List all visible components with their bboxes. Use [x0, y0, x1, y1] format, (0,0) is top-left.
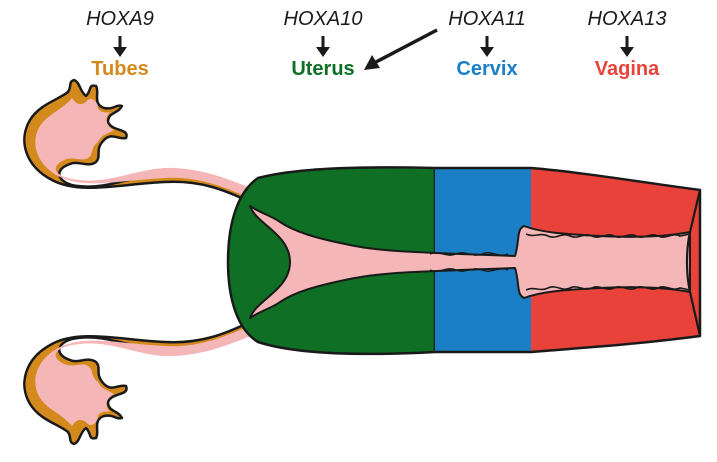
arrowhead-hoxa10 — [316, 47, 330, 57]
arrowhead-hoxa9 — [113, 47, 127, 57]
gene-arrows — [113, 28, 634, 70]
cervix-vagina-outline — [435, 166, 702, 354]
fallopian-tube-top — [23, 78, 260, 204]
gene-label-hoxa11: HOXA11 — [448, 8, 526, 30]
organ-label-vagina: Vagina — [594, 58, 660, 80]
organ-label-tubes: Tubes — [91, 58, 149, 80]
arrow-hoxa11-to-uterus — [375, 28, 438, 64]
gene-label-hoxa9: HOXA9 — [86, 8, 154, 30]
vaginal-opening — [685, 189, 702, 337]
vaginal-rugae-top — [525, 233, 691, 238]
arrowhead-hoxa11 — [480, 47, 494, 57]
organ-label-cervix: Cervix — [456, 58, 518, 80]
arrowhead-hoxa11-to-uterus — [364, 55, 380, 70]
vaginal-rugae-bottom — [525, 286, 691, 291]
fallopian-tube-bottom — [23, 320, 260, 446]
gene-label-hoxa13: HOXA13 — [587, 8, 667, 30]
cervical-canal-ridges — [429, 252, 509, 272]
gene-label-hoxa10: HOXA10 — [283, 8, 363, 30]
organ-label-uterus: Uterus — [291, 58, 355, 80]
arrowhead-hoxa13 — [620, 47, 634, 57]
